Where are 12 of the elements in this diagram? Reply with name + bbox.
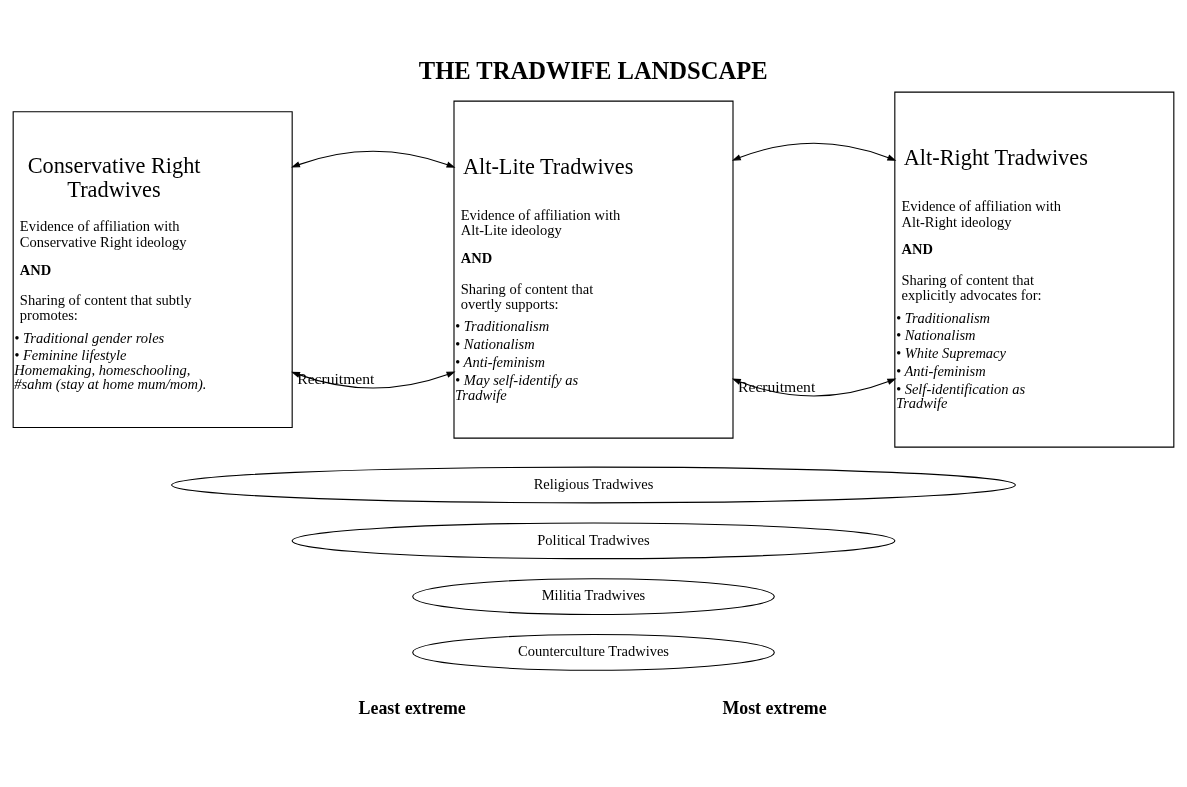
node-ellipse: Militia Tradwives (412, 578, 775, 616)
node-box: Conservative Right Tradwives Evidence of affiliation with Conservative Right ideology AND Sharing of content that subtly promotes: • Traditional gender roles • Feminine lifestyle Homemaking, homeschooling, #sahm (stay at home mum/mom). (12, 111, 293, 429)
arrow (731, 142, 897, 161)
label: Least extreme (358, 697, 466, 718)
node-ellipse: Religious Tradwives (171, 466, 1016, 504)
node-box: Alt-Right Tradwives Evidence of affiliation with Alt-Right ideology AND Sharing of content that explicitly advocates for: • Traditionalism • Nationalism • White Supremacy • Anti-feminism • Self-identification as Tradwife (894, 91, 1175, 448)
node-ellipse: Counterculture Tradwives (412, 634, 775, 671)
node-ellipse: Political Tradwives (291, 522, 896, 560)
arrow (291, 150, 456, 168)
label: Most extreme (722, 697, 827, 718)
diagram-title: THE TRADWIFE LANDSCAPE (418, 57, 768, 85)
node-box: Alt-Lite Tradwives Evidence of affiliation with Alt-Lite ideology AND Sharing of content that overtly supports: • Traditionalism • Nationalism • Anti-feminism • May self-identify as Tradwife (453, 100, 734, 439)
